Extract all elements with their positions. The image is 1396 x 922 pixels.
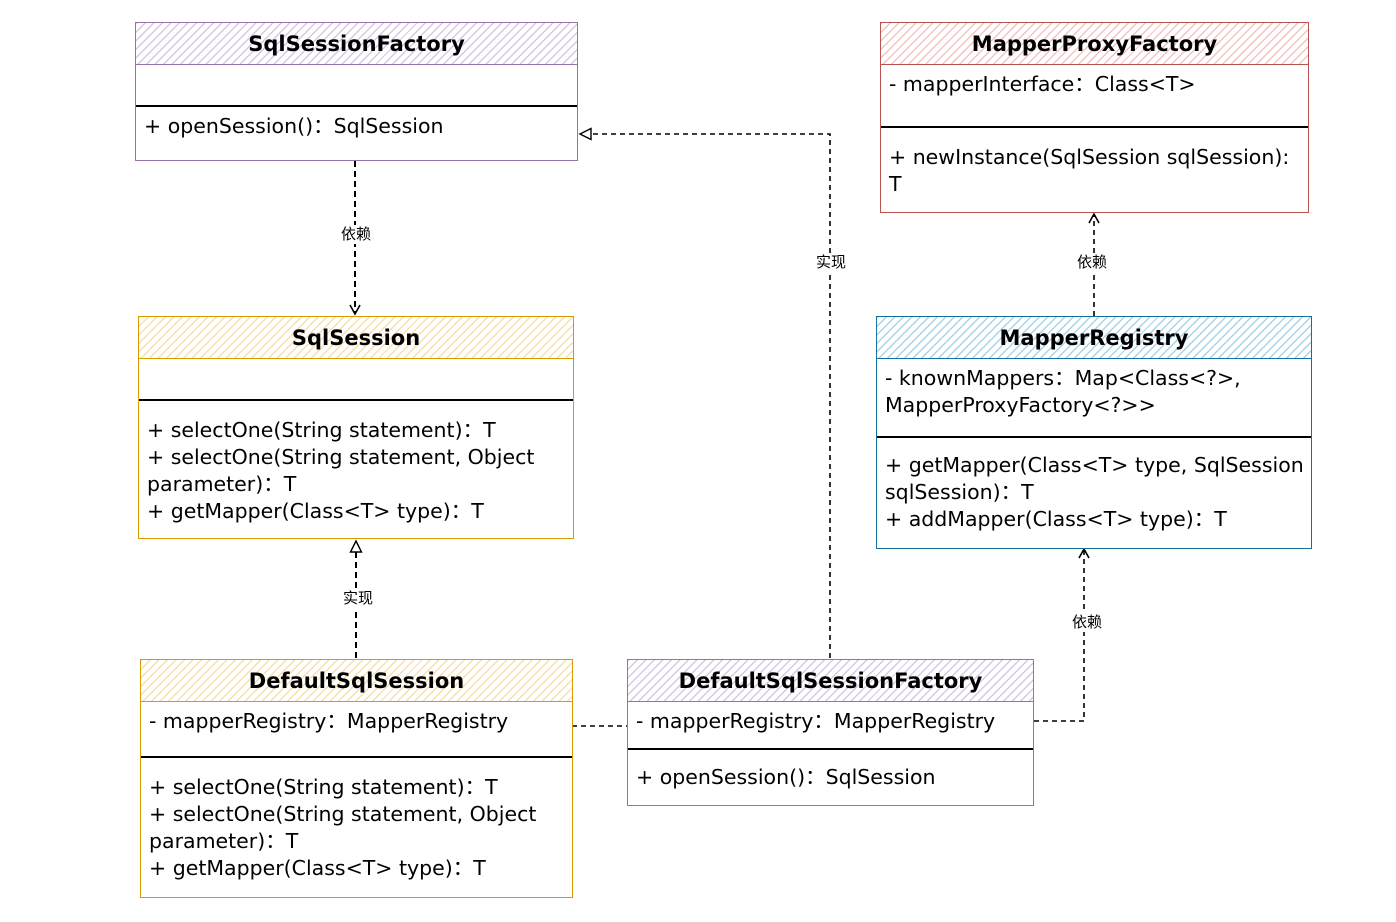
attribute: - mapperInterface：Class<T> — [889, 72, 1196, 96]
method: + newInstance(SqlSession sqlSession): — [889, 145, 1290, 169]
method: + selectOne(String statement)：T — [147, 418, 496, 442]
method: + openSession()：SqlSession — [144, 114, 444, 138]
class-sql-session-factory[interactable]: SqlSessionFactory + openSession()：SqlSes… — [135, 22, 578, 161]
class-sql-session[interactable]: SqlSession + selectOne(String statement)… — [138, 316, 574, 539]
method: + selectOne(String statement, Object — [147, 445, 535, 469]
class-name: DefaultSqlSession — [141, 660, 572, 702]
edge-default-factory-to-registry — [1034, 547, 1090, 722]
method-continuation: T — [889, 172, 902, 196]
class-name: SqlSessionFactory — [136, 23, 577, 65]
methods-section: + selectOne(String statement)：T + select… — [141, 758, 572, 882]
method: + openSession()：SqlSession — [636, 765, 936, 789]
edge-label-default-factory-realizes: 实现 — [815, 253, 848, 272]
method: + getMapper(Class<T> type, SqlSession — [885, 453, 1304, 477]
separator — [141, 756, 572, 758]
separator — [877, 436, 1311, 438]
class-default-sql-session-factory[interactable]: DefaultSqlSessionFactory - mapperRegistr… — [627, 659, 1034, 806]
attribute: - mapperRegistry：MapperRegistry — [149, 709, 509, 733]
attribute: - mapperRegistry：MapperRegistry — [636, 709, 996, 733]
edge-label-default-session-realizes: 实现 — [342, 589, 375, 608]
class-name: MapperProxyFactory — [881, 23, 1308, 65]
methods-section: + getMapper(Class<T> type, SqlSession sq… — [877, 438, 1311, 533]
separator — [139, 399, 573, 401]
edge-label-factory-to-session: 依赖 — [340, 225, 373, 244]
separator — [628, 748, 1033, 750]
method-continuation: sqlSession)：T — [885, 480, 1034, 504]
methods-section: + openSession()：SqlSession — [136, 107, 577, 140]
method: + getMapper(Class<T> type)：T — [149, 856, 486, 880]
edge-label-registry-to-proxy-factory: 依赖 — [1076, 253, 1109, 272]
attributes-section — [136, 65, 577, 105]
method: + addMapper(Class<T> type)：T — [885, 507, 1227, 531]
class-mapper-proxy-factory[interactable]: MapperProxyFactory - mapperInterface：Cla… — [880, 22, 1309, 213]
class-name: MapperRegistry — [877, 317, 1311, 359]
method: + selectOne(String statement)：T — [149, 775, 498, 799]
attributes-section: - knownMappers：Map<Class<?>, MapperProxy… — [877, 359, 1311, 436]
attribute-continuation: MapperProxyFactory<?>> — [885, 393, 1156, 417]
class-mapper-registry[interactable]: MapperRegistry - knownMappers：Map<Class<… — [876, 316, 1312, 549]
method: + getMapper(Class<T> type)：T — [147, 499, 484, 523]
attributes-section — [139, 359, 573, 399]
separator — [881, 126, 1308, 128]
attributes-section: - mapperInterface：Class<T> — [881, 65, 1308, 126]
method-continuation: parameter)：T — [149, 829, 299, 853]
attribute: - knownMappers：Map<Class<?>, — [885, 366, 1241, 390]
attributes-section: - mapperRegistry：MapperRegistry — [141, 702, 572, 756]
class-name: SqlSession — [139, 317, 573, 359]
separator — [136, 105, 577, 107]
class-default-sql-session[interactable]: DefaultSqlSession - mapperRegistry：Mappe… — [140, 659, 573, 898]
methods-section: + openSession()：SqlSession — [628, 750, 1033, 791]
method: + selectOne(String statement, Object — [149, 802, 537, 826]
method-continuation: parameter)：T — [147, 472, 297, 496]
edge-default-factory-realizes — [578, 127, 831, 658]
class-name: DefaultSqlSessionFactory — [628, 660, 1033, 702]
attributes-section: - mapperRegistry：MapperRegistry — [628, 702, 1033, 748]
methods-section: + selectOne(String statement)：T + select… — [139, 401, 573, 525]
methods-section: + newInstance(SqlSession sqlSession): T — [881, 128, 1308, 198]
edge-label-default-factory-to-registry: 依赖 — [1071, 613, 1104, 632]
